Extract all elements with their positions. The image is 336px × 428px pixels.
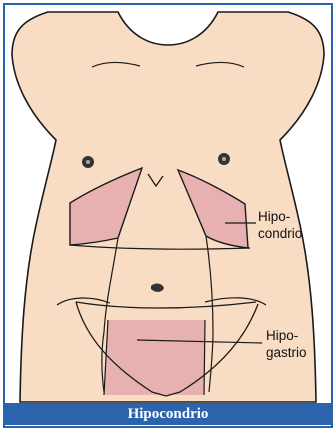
caption-title: Hipocondrio: [128, 406, 209, 423]
caption-bar: Hipocondrio: [3, 403, 333, 425]
nipple-right: [218, 153, 230, 165]
label-hipocondrio-line1: Hipo-: [258, 209, 290, 224]
hypogastrium-region: [104, 320, 205, 395]
nipple-left: [82, 156, 94, 168]
label-hipogastrio-line1: Hipo-: [266, 328, 298, 343]
label-hipogastrio-line2: gastrio: [266, 345, 307, 360]
label-hipocondrio-line2: condrio: [258, 226, 302, 241]
